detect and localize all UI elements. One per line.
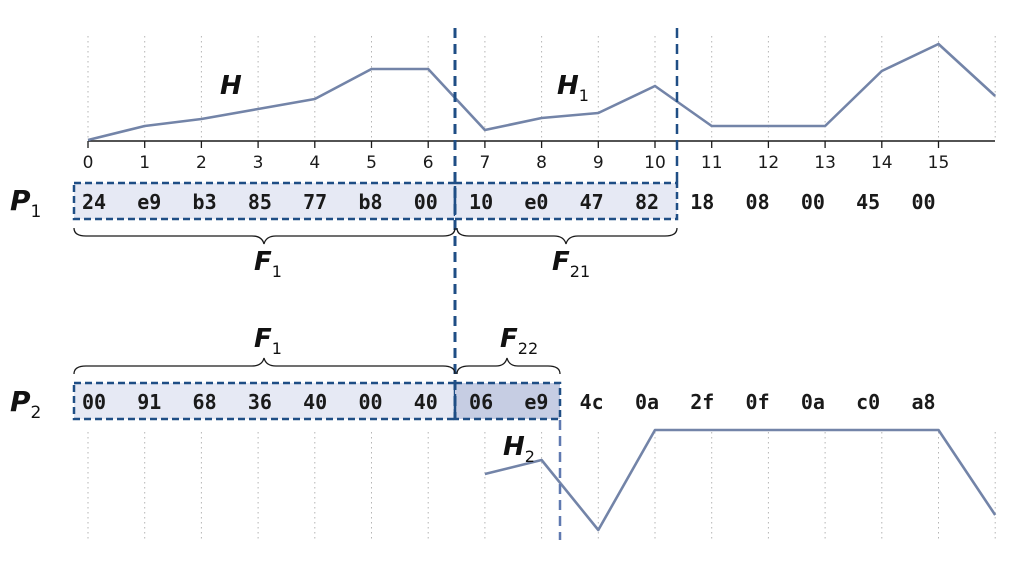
bottom-series-line <box>484 428 997 532</box>
bottom-grid-lines <box>87 432 996 540</box>
label-f1-top: F1 <box>254 247 282 281</box>
byte-cell: 85 <box>248 190 272 214</box>
top-series-line <box>87 42 997 142</box>
brace-f1-top <box>73 227 456 245</box>
byte-cell: b8 <box>358 190 382 214</box>
byte-cell: 91 <box>137 390 161 414</box>
axis-tick-label: 6 <box>423 153 434 173</box>
byte-cell: 10 <box>469 190 493 214</box>
bottom-entropy-series <box>484 428 997 532</box>
top-entropy-series <box>87 42 997 142</box>
axis-tick-label: 13 <box>814 153 836 173</box>
byte-cell: 06 <box>469 390 493 414</box>
label-f21: F21 <box>552 247 590 281</box>
p2-fragment-f1-box <box>72 381 457 421</box>
byte-cell: e9 <box>524 390 548 414</box>
axis-tick-label: 8 <box>536 153 547 173</box>
byte-cell: e9 <box>137 190 161 214</box>
byte-cell: 0f <box>746 390 770 414</box>
byte-cell: 08 <box>746 190 770 214</box>
byte-cell: 00 <box>801 190 825 214</box>
byte-cell: e0 <box>524 190 548 214</box>
byte-cell: 24 <box>82 190 106 214</box>
axis-tick-label: 9 <box>593 153 604 173</box>
byte-cell: 68 <box>193 390 217 414</box>
byte-cell: 00 <box>82 390 106 414</box>
axis-tick-label: 15 <box>928 153 950 173</box>
byte-cell: 18 <box>690 190 714 214</box>
byte-cell: b3 <box>193 190 217 214</box>
axis-tick-label: 14 <box>871 153 893 173</box>
axis-tick-label: 7 <box>479 153 490 173</box>
label-p2: P2 <box>10 385 41 423</box>
byte-cell: 00 <box>414 190 438 214</box>
axis-tick-label: 2 <box>196 153 207 173</box>
byte-cell: 00 <box>911 190 935 214</box>
brace-f21 <box>456 227 678 245</box>
axis-tick-label: 12 <box>758 153 780 173</box>
byte-cell: 36 <box>248 390 272 414</box>
axis-tick-label: 11 <box>701 153 723 173</box>
packet2-bytes: 00 91 68 36 40 00 40 06 e9 4c 0a 2f 0f 0a c0 a8 <box>82 390 936 414</box>
axis-tick-label: 4 <box>309 153 320 173</box>
byte-cell: 45 <box>856 190 880 214</box>
p1-fragment-f21-box <box>453 181 679 221</box>
byte-cell: 77 <box>303 190 327 214</box>
label-h: H <box>220 71 242 101</box>
label-p1: P1 <box>10 184 41 222</box>
packet1-bytes: 24 e9 b3 85 77 b8 00 10 e0 47 82 18 08 00 45 00 <box>82 190 936 214</box>
byte-cell: 4c <box>580 390 604 414</box>
axis-tick-label: 1 <box>139 153 150 173</box>
axis-tick-label: 3 <box>253 153 264 173</box>
byte-cell: 82 <box>635 190 659 214</box>
byte-cell: a8 <box>911 390 935 414</box>
p2-fragment-f22-box <box>453 381 562 421</box>
axis-tick-label: 0 <box>83 153 94 173</box>
axis-tick-label: 10 <box>644 153 666 173</box>
byte-cell: 0a <box>635 390 659 414</box>
label-f1-bottom: F1 <box>254 324 282 358</box>
byte-cell: 00 <box>358 390 382 414</box>
label-h2: H2 <box>503 432 535 466</box>
byte-cell: c0 <box>856 390 880 414</box>
byte-cell: 0a <box>801 390 825 414</box>
label-h1: H1 <box>557 71 589 105</box>
byte-cell: 40 <box>414 390 438 414</box>
byte-cell: 40 <box>303 390 327 414</box>
p1-fragment-f1-box <box>72 181 457 221</box>
byte-cell: 47 <box>580 190 604 214</box>
axis-tick-label: 5 <box>366 153 377 173</box>
label-f22: F22 <box>500 324 538 358</box>
top-axis-ticks <box>87 141 940 148</box>
byte-cell: 2f <box>690 390 714 414</box>
brace-f1-bottom <box>73 357 456 375</box>
brace-f22 <box>456 357 561 375</box>
